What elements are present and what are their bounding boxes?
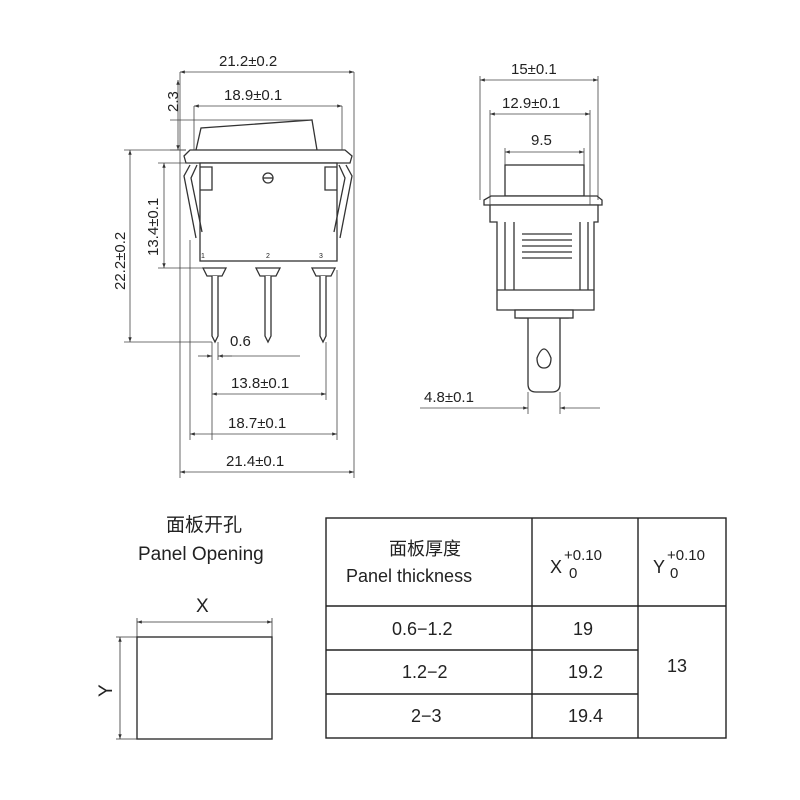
pin-3-base	[310, 267, 337, 277]
y-header-letter: Y	[653, 557, 665, 577]
row-3-thickness: 2−3	[411, 706, 442, 726]
dim-pin-width: 0.6	[230, 333, 251, 350]
right-clip	[339, 164, 353, 239]
dim-end-overall-width: 15±0.1	[511, 61, 557, 78]
rocker-actuator	[195, 119, 318, 151]
panel-opening-figure	[116, 618, 273, 740]
dim-terminal-width: 4.8±0.1	[424, 389, 474, 406]
end-flange	[483, 195, 603, 206]
end-terminal	[519, 310, 569, 393]
x-header-lower: 0	[569, 565, 577, 582]
left-clip-inner	[190, 164, 203, 233]
pin-1-base	[201, 267, 228, 277]
pin-number-1: 1	[201, 253, 205, 260]
terminal-hole	[536, 348, 552, 369]
panel-opening-rect	[136, 636, 273, 740]
dim-overall-width: 21.2±0.2	[219, 53, 277, 70]
panel-opening-title-cn: 面板开孔	[166, 514, 242, 536]
row-3-x: 19.4	[568, 706, 603, 726]
dim-end-rocker-width: 9.5	[531, 132, 552, 149]
side-view-dimensions	[124, 70, 355, 478]
right-clip-window	[324, 166, 337, 191]
dim-base-width: 21.4±0.1	[226, 453, 284, 470]
dim-outer-pin-spacing: 13.8±0.1	[231, 375, 289, 392]
pin-1	[211, 276, 219, 344]
dim-total-height: 22.2±0.2	[112, 232, 129, 290]
left-clip	[183, 164, 197, 239]
row-1-thickness: 0.6−1.2	[392, 619, 453, 639]
pin-number-3: 3	[319, 253, 323, 260]
dim-rocker-height: 2.3	[165, 91, 182, 112]
end-view-dimensions	[420, 76, 600, 414]
y-value: 13	[667, 656, 687, 676]
dim-clip-width: 18.7±0.1	[228, 415, 286, 432]
pin-number-2: 2	[266, 253, 270, 260]
table-header-en: Panel thickness	[346, 566, 472, 586]
right-clip-inner	[333, 164, 346, 233]
panel-x-label: X	[196, 596, 209, 617]
pin-2	[264, 276, 272, 344]
end-rocker	[504, 164, 585, 197]
side-view	[183, 119, 353, 344]
end-view	[483, 164, 603, 393]
pin-3	[319, 276, 327, 344]
row-2-thickness: 1.2−2	[402, 662, 448, 682]
switch-body	[199, 162, 338, 262]
bezel-flange	[183, 149, 353, 164]
thickness-table	[325, 517, 727, 739]
panel-y-label: Y	[96, 684, 117, 697]
pin-2-base	[254, 267, 282, 277]
x-header-letter: X	[550, 557, 562, 577]
x-header-upper: +0.10	[564, 547, 602, 564]
table-header-cn: 面板厚度	[389, 539, 461, 559]
y-header-upper: +0.10	[667, 547, 705, 564]
row-2-x: 19.2	[568, 662, 603, 682]
dim-body-height: 13.4±0.1	[145, 198, 162, 256]
panel-opening-title-en: Panel Opening	[138, 544, 264, 565]
row-1-x: 19	[573, 619, 593, 639]
left-clip-window	[200, 166, 213, 191]
terminal-pins	[201, 267, 337, 344]
dim-end-body-width: 12.9±0.1	[502, 95, 560, 112]
dim-body-width: 18.9±0.1	[224, 87, 282, 104]
y-header-lower: 0	[670, 565, 678, 582]
